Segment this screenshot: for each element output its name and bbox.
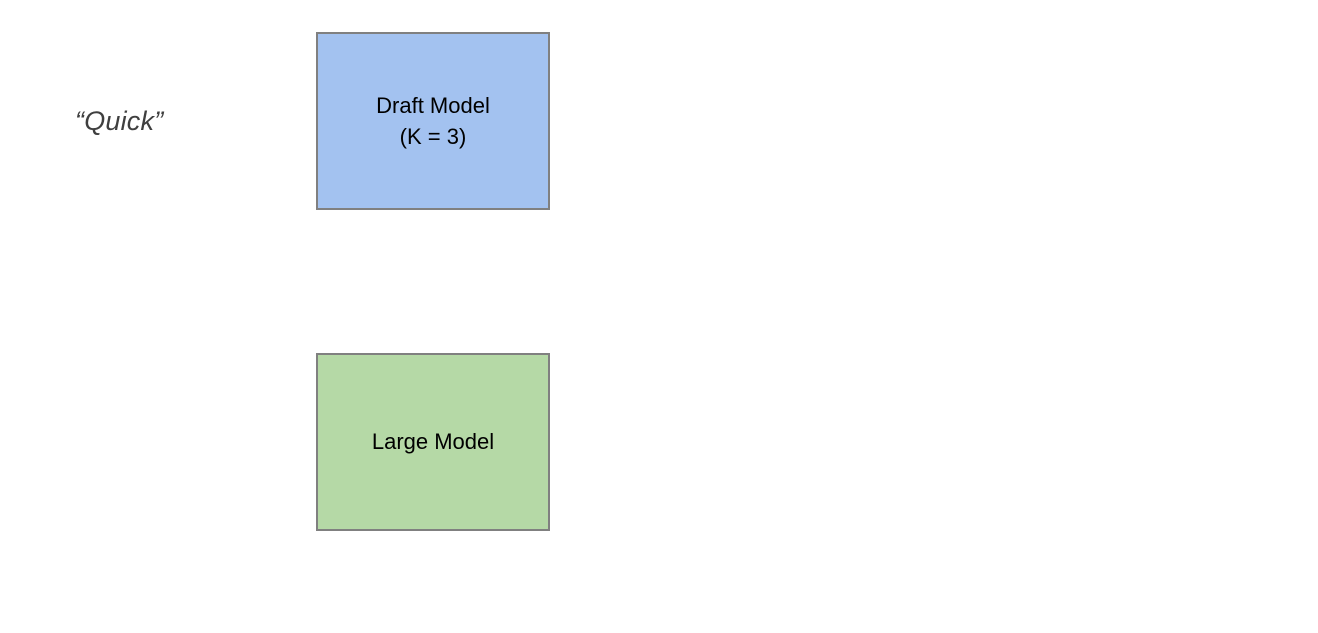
draft-model-node[interactable]: Draft Model (K = 3): [316, 32, 550, 210]
annotation-quick-label: “Quick”: [75, 106, 164, 136]
large-model-node[interactable]: Large Model: [316, 353, 550, 531]
draft-model-label-line1: Draft Model: [376, 92, 490, 118]
draft-model-label-line2: (K = 3): [399, 124, 467, 149]
large-model-label-line1: Large Model: [371, 429, 495, 455]
